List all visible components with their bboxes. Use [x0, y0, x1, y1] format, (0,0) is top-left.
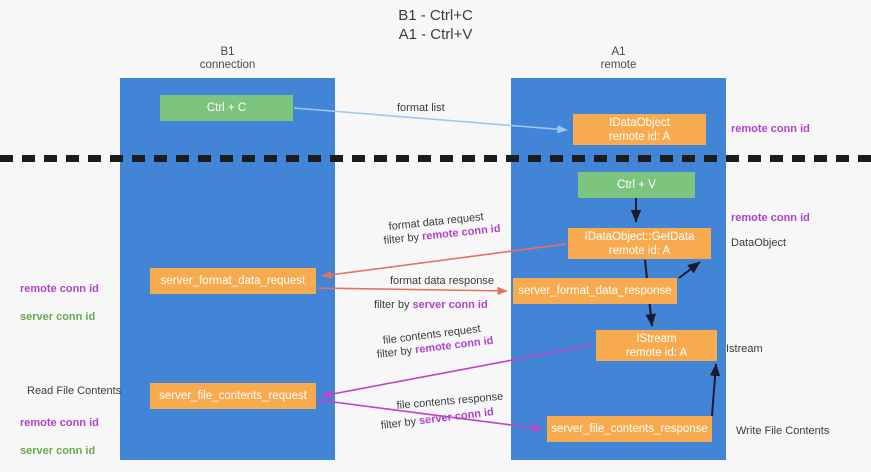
node-server-format-data-response[interactable]: server_format_data_response [513, 278, 677, 304]
annotation-dataobject: DataObject [731, 237, 787, 249]
filter-prefix: filter by [383, 230, 423, 247]
node-ctrl-c[interactable]: Ctrl + C [160, 95, 293, 121]
edge-label-format-data-response: format data response [390, 275, 494, 287]
annotation-left-conn-ids-bottom: remote conn id server conn id [20, 402, 99, 472]
node-server-file-contents-response[interactable]: server_file_contents_response [547, 416, 712, 442]
edge-format-data-response [317, 286, 508, 296]
node-ctrl-v[interactable]: Ctrl + V [578, 172, 695, 198]
annotation-remote-conn-id-top: remote conn id [731, 123, 810, 135]
edge-label-format-list: format list [397, 102, 445, 114]
phase-separator [0, 155, 871, 162]
node-idataobject[interactable]: IDataObject remote id: A [573, 114, 706, 145]
annotation-remote-conn-id: remote conn id [20, 283, 99, 295]
annotation-server-conn-id: server conn id [20, 311, 96, 323]
annotation-istream: Istream [726, 343, 763, 355]
annotation-left-conn-ids-top: remote conn id server conn id [20, 268, 99, 338]
filter-key-server-conn-id: server conn id [412, 299, 488, 311]
page-title: B1 - Ctrl+C A1 - Ctrl+V [398, 7, 473, 43]
annotation-read-file-contents: Read File Contents [27, 385, 122, 397]
filter-prefix: filter by [374, 299, 413, 311]
annotation-remote-conn-id: remote conn id [20, 417, 99, 429]
annotation-remote-conn-id-mid: remote conn id [731, 212, 810, 224]
node-istream[interactable]: IStream remote id: A [596, 330, 717, 361]
lane-header-a1: A1 remote [600, 46, 637, 71]
filter-prefix: filter by [380, 415, 420, 432]
node-server-file-contents-request[interactable]: server_file_contents_request [150, 383, 316, 409]
annotation-write-file-contents: Write File Contents [736, 425, 830, 437]
annotation-server-conn-id: server conn id [20, 445, 96, 457]
filter-prefix: filter by [376, 344, 416, 361]
edge-label-format-data-response-filter: filter by server conn id [374, 298, 488, 312]
node-idataobject-getdata[interactable]: IDataObject::GetData remote id: A [568, 228, 711, 259]
node-server-format-data-request[interactable]: server_format_data_request [150, 268, 316, 294]
lane-header-b1: B1 connection [199, 46, 256, 71]
